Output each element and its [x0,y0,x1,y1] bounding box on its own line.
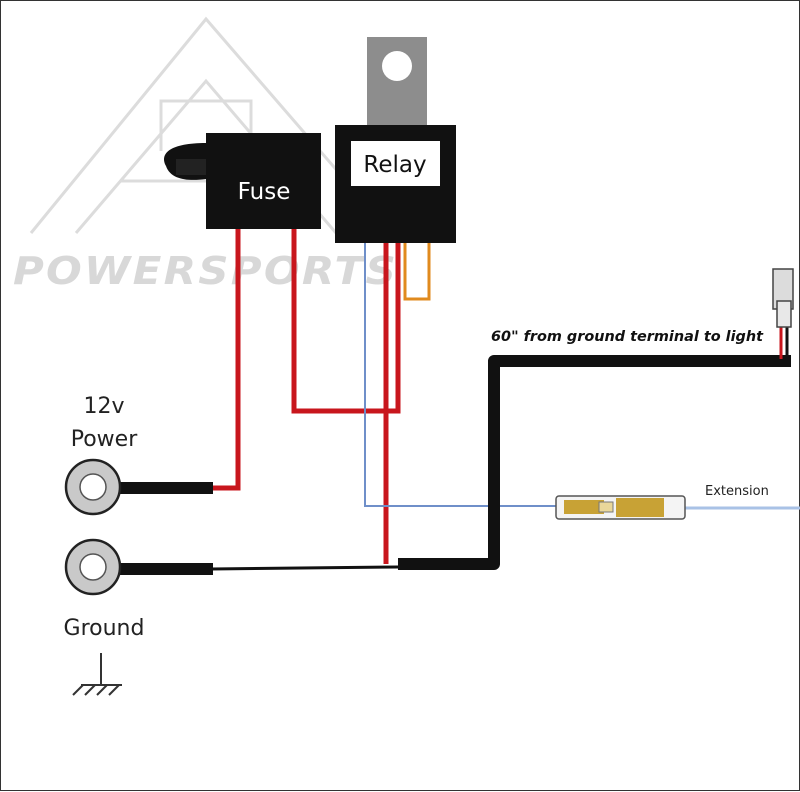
extension-label: Extension [705,484,769,499]
relay-orange-loop [403,241,431,301]
ground-symbol-icon [72,653,122,696]
fuse-label: Fuse [238,179,291,205]
ground-ring-terminal [64,538,213,596]
power-wires [211,229,401,564]
ground-thin-wire [210,565,399,571]
power-label-line2: Power [71,427,138,452]
light-plug-connector [772,268,794,328]
relay-label: Relay [363,152,426,178]
ground-label: Ground [64,616,145,641]
relay-mounting-tab [367,37,427,127]
fuse-holder [164,133,321,229]
power-ring-terminal [64,458,213,516]
inline-connector [555,495,686,520]
power-label-line1: 12v [83,394,124,419]
fuse-to-power-wire [211,229,241,491]
ground-to-light-wire [398,355,791,570]
length-note: 60" from ground terminal to light [491,329,764,345]
watermark-text: POWERSPORTS [13,249,398,293]
fuse-to-relay-wire [291,229,401,414]
relay [335,37,456,243]
